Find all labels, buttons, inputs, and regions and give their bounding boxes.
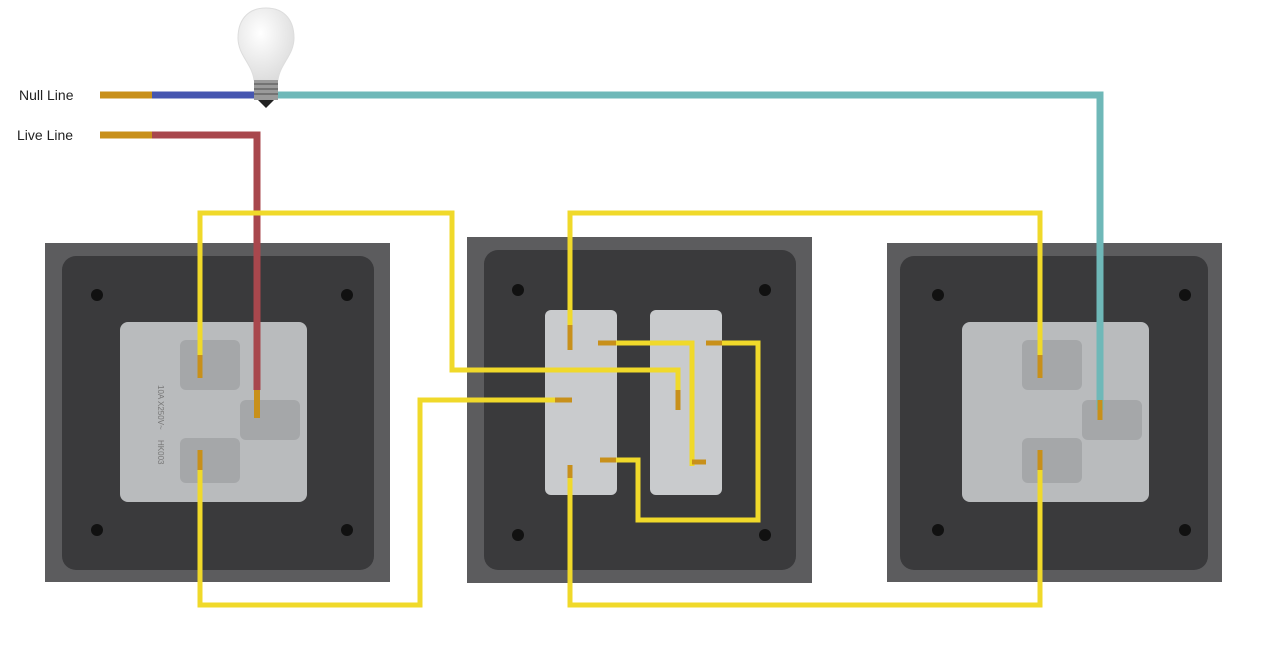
traveler-wire-1 [197, 210, 681, 395]
internal-wire-2 [615, 340, 761, 523]
live-line-label: Live Line [17, 127, 74, 143]
left-two-way-switch: 10A X250V~ HK003 [45, 243, 390, 582]
traveler-wire-4 [567, 460, 1043, 608]
internal-wire-1 [615, 340, 695, 466]
middle-intermediate-switch [467, 237, 812, 583]
traveler-wire-2 [197, 397, 560, 608]
traveler-wire-3 [567, 210, 1043, 360]
live-wire [152, 131, 261, 390]
model-text: HK003 [156, 440, 165, 465]
lamp-wire [268, 91, 1104, 410]
right-two-way-switch [887, 243, 1222, 582]
rating-text: 10A X250V~ [156, 385, 165, 430]
light-bulb-icon [237, 7, 295, 108]
wires [100, 91, 1104, 608]
null-line-label: Null Line [19, 87, 74, 103]
